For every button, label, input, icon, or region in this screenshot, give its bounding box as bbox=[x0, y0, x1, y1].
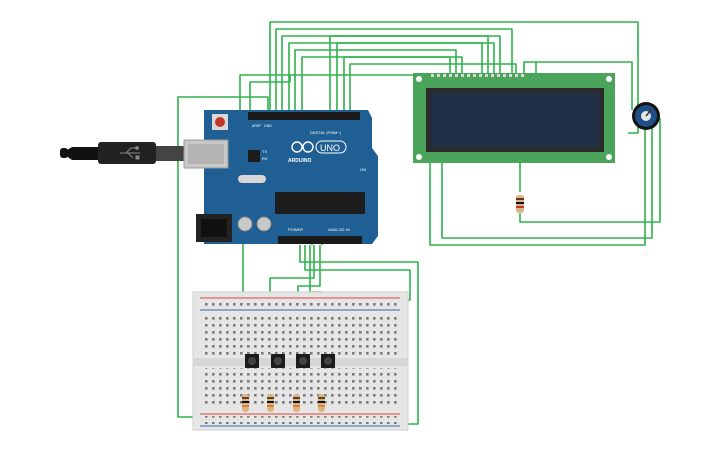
rx-label: RX bbox=[262, 156, 268, 161]
aref-label: AREF bbox=[252, 124, 261, 128]
lcd-display[interactable] bbox=[413, 73, 615, 163]
digital-header-label: DIGITAL (PWM~) bbox=[310, 130, 342, 135]
button-4[interactable] bbox=[321, 354, 335, 368]
power-header-label: POWER bbox=[288, 227, 303, 232]
button-1[interactable] bbox=[245, 354, 259, 368]
tx-label: TX bbox=[262, 149, 267, 154]
wire-top-5 bbox=[294, 49, 457, 112]
wire-top-10 bbox=[349, 63, 517, 112]
wire-top-1 bbox=[269, 21, 639, 134]
wire-top-7 bbox=[329, 35, 489, 112]
wire-left-loop bbox=[177, 96, 269, 418]
breadboard-holes-top bbox=[204, 316, 400, 356]
arduino-logo-icon bbox=[291, 141, 314, 153]
wire-bottom-1 bbox=[299, 245, 419, 425]
resistor-4[interactable] bbox=[318, 394, 325, 412]
wire-pot-right bbox=[519, 118, 661, 223]
lcd-pin-row bbox=[431, 74, 524, 77]
wire-top-11 bbox=[239, 74, 436, 112]
usb-cable[interactable] bbox=[60, 142, 186, 164]
button-2[interactable] bbox=[271, 354, 285, 368]
wire-top-2 bbox=[275, 28, 513, 112]
resistor-2[interactable] bbox=[267, 394, 274, 412]
rail-holes-bottom bbox=[204, 416, 400, 424]
wire-lcd-pot-1 bbox=[523, 61, 633, 110]
wire-top-8 bbox=[336, 42, 483, 112]
arduino-brand-label: ARDUINO bbox=[288, 158, 311, 164]
arduino-uno[interactable]: ARDUINO UNO DIGITAL (PWM~) POWER ANALOG … bbox=[183, 110, 378, 244]
gnd-label: GND bbox=[264, 124, 272, 128]
potentiometer-icon bbox=[641, 109, 652, 121]
resistor-1[interactable] bbox=[242, 394, 249, 412]
resistor-lcd[interactable] bbox=[516, 195, 524, 213]
on-label: ON bbox=[360, 167, 366, 172]
button-3[interactable] bbox=[296, 354, 310, 368]
rail-holes-top bbox=[204, 300, 400, 308]
potentiometer[interactable] bbox=[632, 102, 660, 130]
analog-header-label: ANALOG IN bbox=[328, 227, 350, 232]
wire-top-12 bbox=[249, 75, 291, 112]
usb-icon bbox=[120, 146, 140, 160]
wire-top-9 bbox=[343, 56, 463, 112]
breadboard-holes-bottom bbox=[204, 368, 400, 408]
resistor-3[interactable] bbox=[293, 394, 300, 412]
arduino-model-label: UNO bbox=[320, 143, 340, 153]
